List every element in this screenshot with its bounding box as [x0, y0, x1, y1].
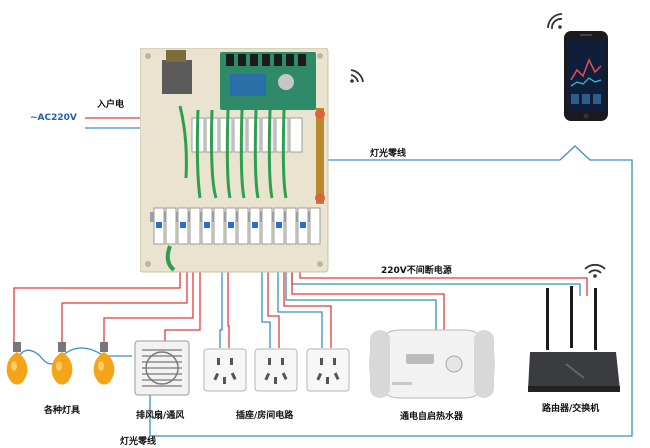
socket2-neutral-wire: [261, 250, 271, 348]
socket3-neutral-wire: [277, 250, 323, 348]
socket1-neutral-wire: [219, 250, 223, 348]
socket1-live-wire: [227, 250, 230, 348]
router-label: 路由器/交换机: [542, 404, 600, 414]
ups-live-wire: [299, 270, 588, 296]
wifi-icon: [547, 13, 563, 30]
water-heater-label: 通电自启热水器: [400, 412, 464, 422]
light-neutral-bottom-label: 灯光零线: [120, 437, 157, 447]
heater-neutral-wire: [285, 250, 437, 330]
wall-socket-icon: [254, 348, 298, 392]
fan-live-wire: [164, 250, 201, 342]
router-icon: [528, 286, 620, 392]
incoming-power-label: 入户电: [97, 100, 125, 110]
socket3-live-wire: [283, 250, 332, 348]
uninterrupted-power-label: 220V不间断电源: [381, 266, 452, 276]
wifi-icon: [584, 263, 606, 278]
lamps-live-wire-2: [61, 250, 188, 345]
ac-input-label: ~AC220V: [30, 113, 77, 123]
lamps-live-wire-3: [103, 250, 194, 345]
water-heater-icon: [369, 329, 495, 399]
lightbulb-icon: [93, 342, 115, 385]
lightbulb-icon: [6, 342, 28, 385]
wall-socket-icon: [203, 348, 247, 392]
wifi-icon: [350, 69, 364, 83]
smartphone-icon: [564, 31, 608, 121]
exhaust-fan-icon: [134, 340, 190, 396]
socket2-live-wire: [267, 250, 280, 348]
sockets-label: 插座/房间电路: [236, 411, 294, 421]
exhaust-fan-label: 排风扇/通风: [136, 411, 185, 421]
distribution-panel: [140, 48, 329, 273]
lightbulb-icon: [51, 342, 73, 385]
light-neutral-top-wire: [149, 145, 633, 437]
wall-socket-icon: [306, 348, 350, 392]
light-neutral-top-label: 灯光零线: [370, 149, 407, 159]
lamps-label: 各种灯具: [44, 406, 81, 416]
